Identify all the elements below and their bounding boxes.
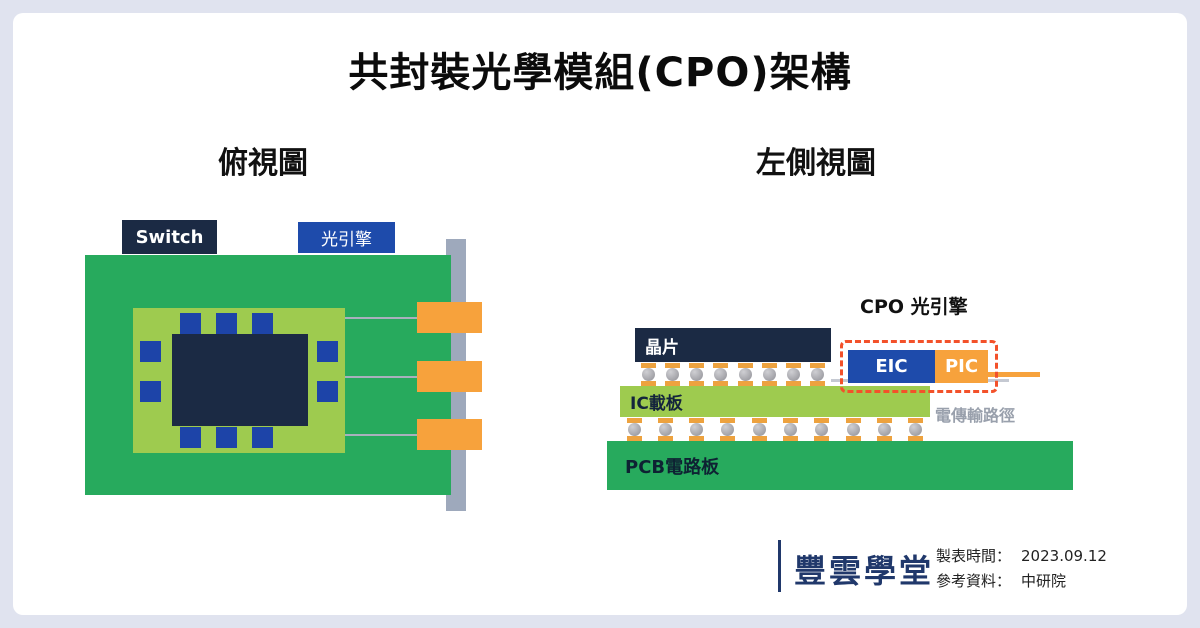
solder-ball xyxy=(814,418,830,441)
solder-ball xyxy=(664,363,680,386)
optical-port xyxy=(417,302,482,333)
optical-engine-block xyxy=(216,427,237,448)
optical-engine-block xyxy=(252,313,273,334)
optical-port xyxy=(417,419,482,450)
date-value: 2023.09.12 xyxy=(1021,547,1107,565)
optical-engine-block xyxy=(180,313,201,334)
brand-logo: 豐雲學堂 xyxy=(794,552,935,590)
optical-engine-block xyxy=(216,313,237,334)
optical-engine-block xyxy=(140,341,161,362)
source-label: 參考資料： xyxy=(936,572,1012,590)
pic-box: PIC xyxy=(935,350,988,383)
solder-ball xyxy=(908,418,924,441)
solder-ball xyxy=(737,363,753,386)
date-row: 製表時間： 2023.09.12 xyxy=(936,544,1107,569)
optical-fiber-line xyxy=(988,372,1040,377)
fiber-connection-line xyxy=(345,434,417,436)
solder-ball xyxy=(640,363,656,386)
footer-meta: 製表時間： 2023.09.12 參考資料： 中研院 xyxy=(936,544,1107,594)
electrical-path-label: 電傳輸路徑 xyxy=(935,406,1016,425)
side-view-heading: 左側視圖 xyxy=(756,146,876,181)
page-title: 共封裝光學模組(CPO)架構 xyxy=(348,50,852,96)
optical-engine-block xyxy=(252,427,273,448)
fiber-connection-line xyxy=(345,317,417,319)
optical-engine-block xyxy=(317,341,338,362)
solder-ball xyxy=(689,363,705,386)
optical-port xyxy=(417,361,482,392)
switch-board xyxy=(85,255,451,495)
cpo-engine-label: CPO 光引擎 xyxy=(860,296,968,318)
solder-ball xyxy=(657,418,673,441)
pcb-bar: PCB電路板 xyxy=(607,441,1073,490)
solder-ball-row-lower xyxy=(626,418,924,441)
date-label: 製表時間： xyxy=(936,547,1012,565)
solder-ball xyxy=(626,418,642,441)
optical-engine-block xyxy=(317,381,338,402)
optical-engine-label-box: 光引擎 xyxy=(298,222,395,253)
solder-ball xyxy=(783,418,799,441)
footer-divider xyxy=(778,540,781,592)
solder-ball xyxy=(751,418,767,441)
solder-ball xyxy=(786,363,802,386)
switch-asic-chip xyxy=(172,334,308,426)
source-value: 中研院 xyxy=(1021,572,1067,590)
fiber-connection-line xyxy=(345,376,417,378)
source-row: 參考資料： 中研院 xyxy=(936,569,1107,594)
solder-ball xyxy=(720,418,736,441)
solder-ball xyxy=(761,363,777,386)
cpo-dashed-outline xyxy=(840,340,998,393)
eic-box: EIC xyxy=(848,350,935,383)
solder-ball xyxy=(877,418,893,441)
top-view-heading: 俯視圖 xyxy=(218,146,308,181)
optical-engine-block xyxy=(140,381,161,402)
solder-ball xyxy=(810,363,826,386)
solder-ball xyxy=(713,363,729,386)
switch-label-box: Switch xyxy=(122,220,217,254)
optical-engine-block xyxy=(180,427,201,448)
solder-ball xyxy=(689,418,705,441)
chip-substrate xyxy=(133,308,345,453)
solder-ball-row-upper xyxy=(640,363,826,386)
solder-ball xyxy=(845,418,861,441)
chip-box: 晶片 xyxy=(635,328,831,362)
